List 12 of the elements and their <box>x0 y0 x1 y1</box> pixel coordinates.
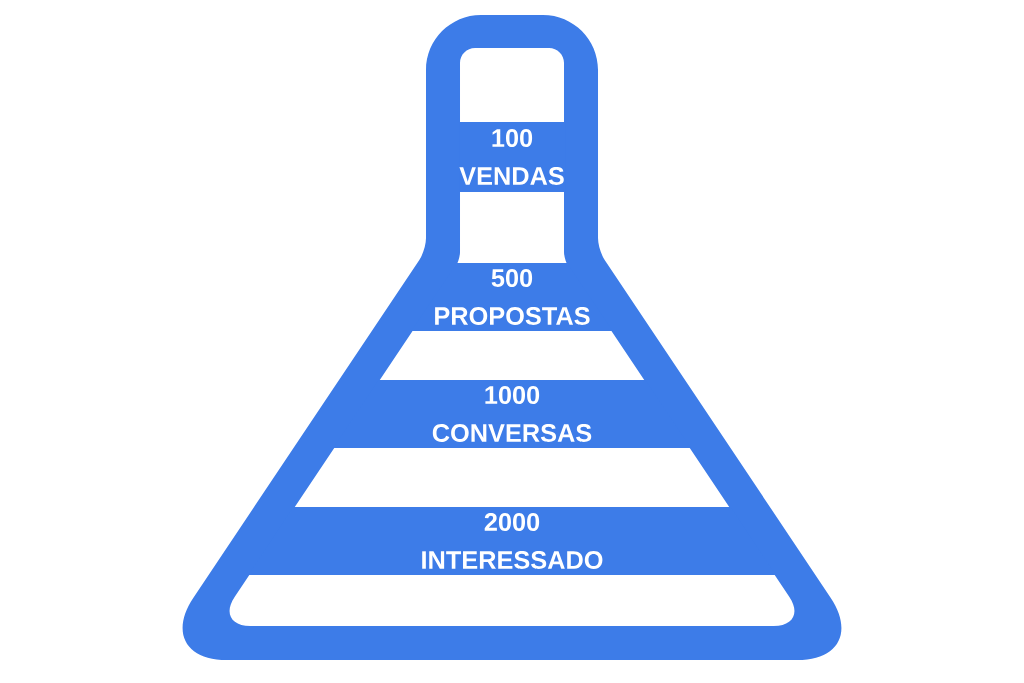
node-label: PROPOSTAS <box>435 307 590 325</box>
flask-band: 500 PROPOSTAS <box>411 263 613 331</box>
node-label: 1000 <box>485 386 540 404</box>
flask-band: 100 VENDAS <box>459 122 565 192</box>
node-label: 100 <box>492 129 533 147</box>
node-label: CONVERSAS <box>432 424 592 442</box>
flask-band: 1000 CONVERSAS <box>333 380 691 448</box>
node-label: INTERESSADO <box>422 551 603 569</box>
node-label: VENDAS <box>459 167 564 185</box>
flask-band: 2000 INTERESSADO <box>248 507 776 575</box>
node-label: 2000 <box>484 513 540 531</box>
node-label: 500 <box>491 269 533 287</box>
